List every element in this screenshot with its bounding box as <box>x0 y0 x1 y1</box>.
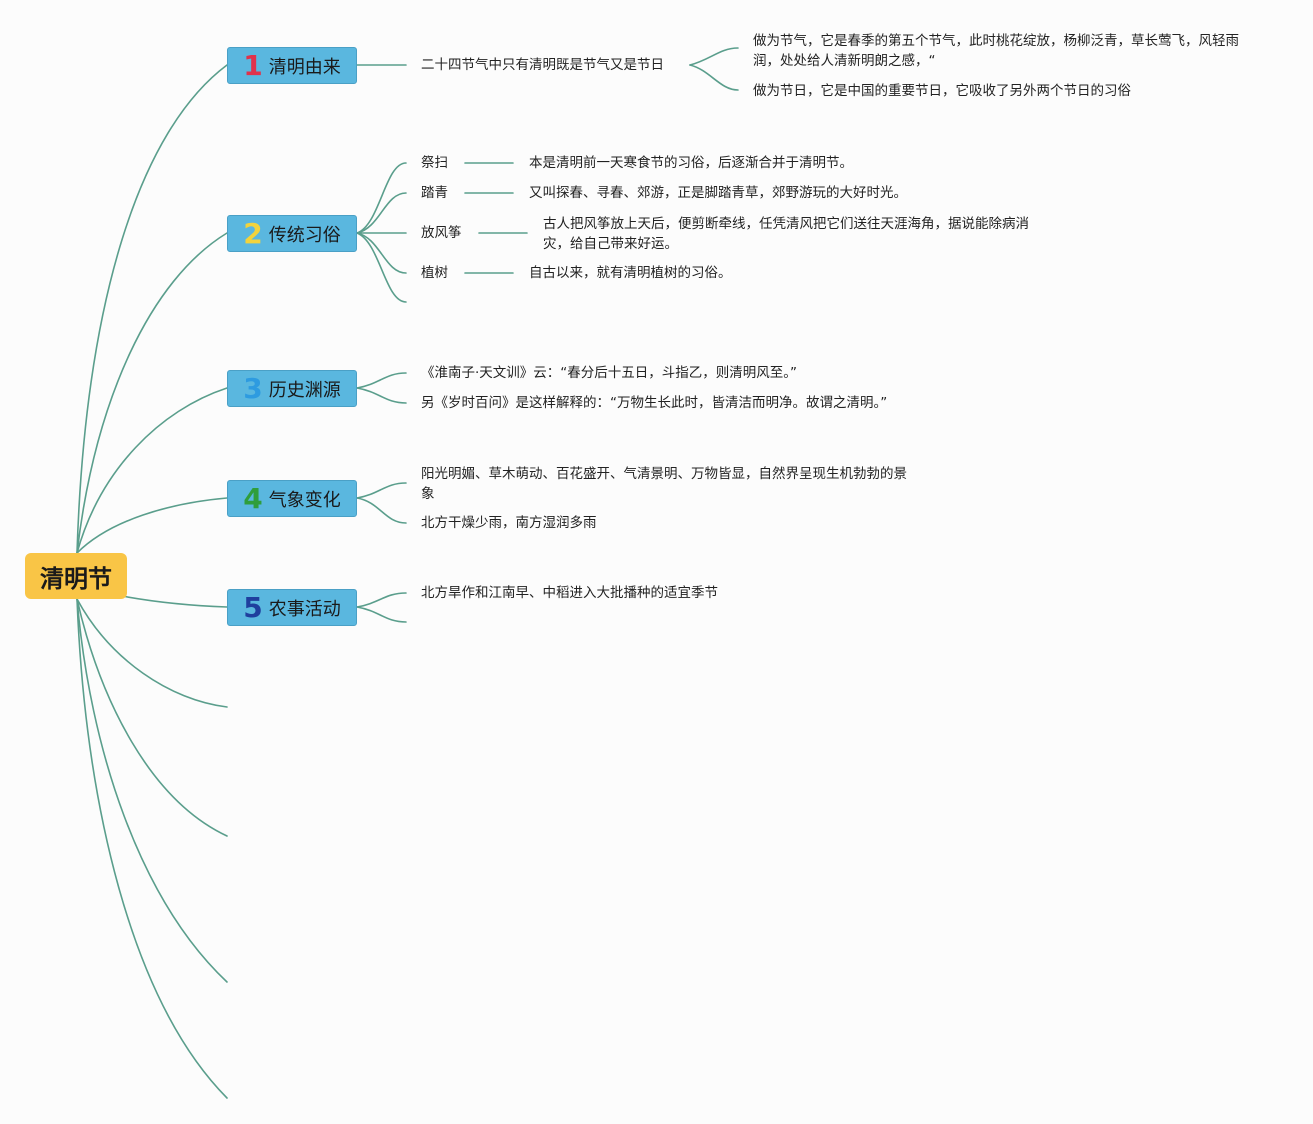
link-root-topic-3 <box>76 387 228 554</box>
link-t5-child-1 <box>356 592 407 608</box>
topic-label-4: 气象变化 <box>268 489 341 511</box>
link-t2-child-1 <box>356 162 407 234</box>
t1-child-1[interactable]: 二十四节气中只有清明既是节气又是节日 <box>421 57 664 73</box>
t2-child-3[interactable]: 放风筝 <box>421 225 462 241</box>
topic-number-4: 4 <box>243 481 263 515</box>
topic-number-5: 5 <box>243 590 263 624</box>
t2-child-2[interactable]: 踏青 <box>421 185 448 201</box>
t3-child-1[interactable]: 《淮南子·天文训》云：“春分后十五日，斗指乙，则清明风至。” <box>421 365 798 381</box>
topic-node-4[interactable]: 4 气象变化 <box>227 480 357 517</box>
topic-label-3: 历史渊源 <box>268 379 341 401</box>
t3-child-2[interactable]: 另《岁时百问》是这样解释的：“万物生长此时，皆清洁而明净。故谓之清明。” <box>421 395 888 411</box>
t1-sub-2[interactable]: 做为节日，它是中国的重要节日，它吸收了另外两个节日的习俗 <box>753 83 1131 99</box>
topic-number-3: 3 <box>243 371 263 405</box>
link-t2-child-5 <box>356 232 407 303</box>
topic-label-1: 清明由来 <box>268 56 341 78</box>
link-t5-child-2 <box>356 606 407 623</box>
link-t4-child-1 <box>356 482 407 499</box>
t2-child-4[interactable]: 植树 <box>421 265 448 281</box>
t4-child-2[interactable]: 北方干燥少雨，南方湿润多雨 <box>421 515 597 531</box>
link-t4-child-2 <box>356 497 407 524</box>
t2-child-1[interactable]: 祭扫 <box>421 155 448 171</box>
t5-child-1[interactable]: 北方旱作和江南早、中稻进入大批播种的适宜季节 <box>421 585 718 601</box>
link-root-topic-2 <box>76 232 228 554</box>
link-t1-sub-1 <box>689 47 739 66</box>
link-t3-child-1 <box>356 372 407 389</box>
link-t1-sub-2 <box>689 64 739 91</box>
topic-node-5[interactable]: 5 农事活动 <box>227 589 357 626</box>
topic-node-3[interactable]: 3 历史渊源 <box>227 370 357 407</box>
t2-detail-2[interactable]: 又叫探春、寻春、郊游，正是脚踏青草，郊野游玩的大好时光。 <box>529 185 907 201</box>
link-root-empty-1 <box>76 598 228 708</box>
link-t2-child-2 <box>356 192 407 234</box>
topic-node-2[interactable]: 2 传统习俗 <box>227 215 357 252</box>
root-label: 清明节 <box>40 564 112 593</box>
topic-node-1[interactable]: 1 清明由来 <box>227 47 357 84</box>
topic-label-5: 农事活动 <box>268 598 341 620</box>
link-root-topic-1 <box>76 64 228 554</box>
link-root-topic-5 <box>121 595 228 608</box>
topic-number-2: 2 <box>243 216 263 250</box>
t2-detail-1[interactable]: 本是清明前一天寒食节的习俗，后逐渐合并于清明节。 <box>529 155 853 171</box>
topic-label-2: 传统习俗 <box>268 224 341 246</box>
root-node[interactable]: 清明节 <box>25 553 127 599</box>
link-t2-child-4 <box>356 232 407 274</box>
link-root-empty-4 <box>76 598 228 1099</box>
topic-number-1: 1 <box>243 48 263 82</box>
link-root-empty-2 <box>76 598 228 837</box>
t1-sub-1[interactable]: 做为节气，它是春季的第五个节气，此时桃花绽放，杨柳泛青，草长莺飞，风轻雨润，处处… <box>753 33 1239 69</box>
link-root-empty-3 <box>76 598 228 983</box>
t2-detail-4[interactable]: 自古以来，就有清明植树的习俗。 <box>529 265 732 281</box>
t2-detail-3[interactable]: 古人把风筝放上天后，便剪断牵线，任凭清风把它们送往天涯海角，据说能除病消灾，给自… <box>543 216 1029 252</box>
link-t3-child-2 <box>356 387 407 404</box>
t4-child-1[interactable]: 阳光明媚、草木萌动、百花盛开、气清景明、万物皆显，自然界呈现生机勃勃的景象 <box>421 466 907 502</box>
link-root-topic-4 <box>76 497 228 554</box>
